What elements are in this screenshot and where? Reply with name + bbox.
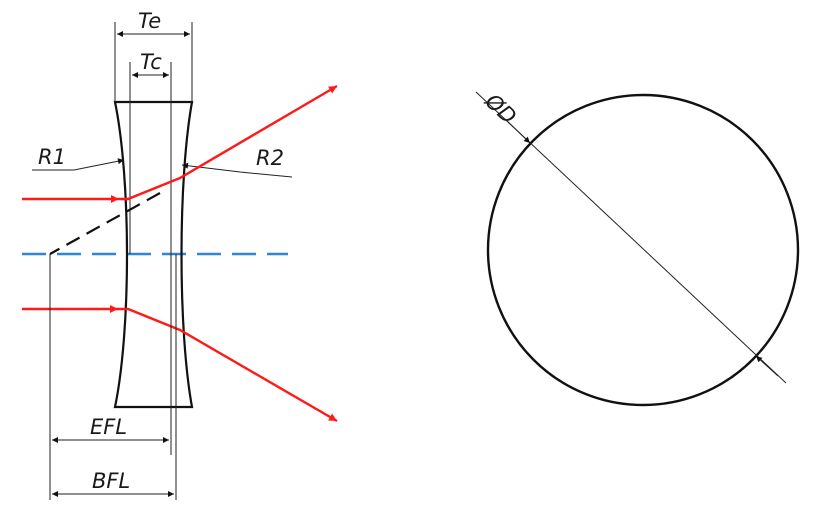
- upper-refracted-ray: [119, 84, 338, 201]
- lens-outline: [113, 100, 194, 409]
- te-label: Te: [138, 9, 161, 33]
- r2-leader: [181, 162, 293, 178]
- bfl-label: BFL: [92, 469, 130, 493]
- diameter-label: ØD: [480, 88, 521, 129]
- r1-leader: [32, 158, 125, 171]
- diameter-arrow-lower: [755, 355, 779, 377]
- r2-label: R2: [256, 146, 284, 170]
- efl-label: EFL: [90, 415, 127, 439]
- lens-front-view: ØD: [475, 88, 800, 407]
- lens-side-view: Te Tc R1 R2 EFL BFL: [22, 9, 338, 500]
- r1-label: R1: [38, 145, 66, 169]
- virtual-ray-extension: [49, 192, 161, 255]
- lower-refracted-ray: [118, 307, 338, 423]
- diameter-arrow-upper: [504, 118, 531, 144]
- lens-circle: [486, 93, 800, 407]
- tc-label: Tc: [140, 50, 162, 74]
